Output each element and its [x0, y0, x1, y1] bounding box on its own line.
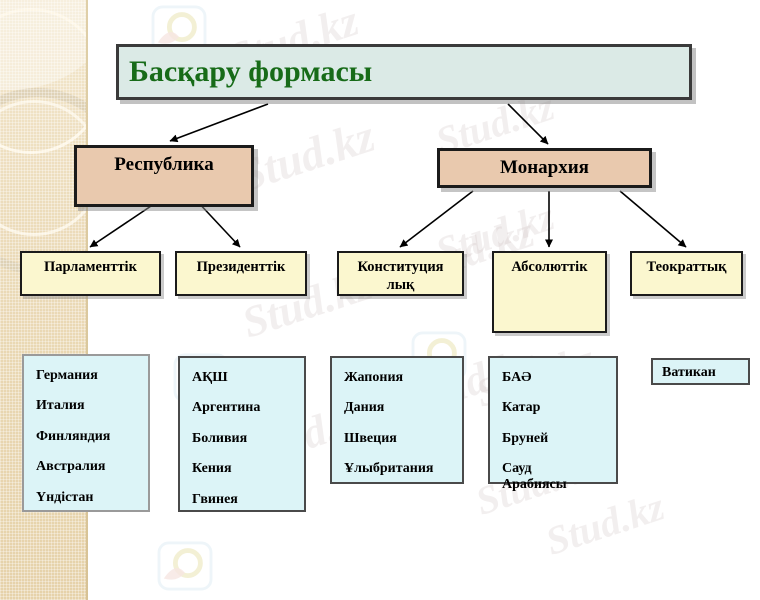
node-theocratic-label: Теократтық	[646, 259, 727, 275]
node-presidential-label: Президенттік	[196, 259, 286, 275]
list-item: Гвинея	[192, 491, 238, 507]
watermark-text: Stud.kz	[540, 483, 670, 564]
list-item: Аргентина	[192, 400, 261, 416]
node-monarchy[interactable]: Монархия	[437, 148, 652, 188]
list-item: АҚШ	[192, 370, 228, 385]
page-title: Басқару формасы	[129, 55, 373, 88]
diagram-title-box: Басқару формасы	[116, 44, 692, 100]
watermark-logo-icon	[157, 541, 213, 591]
country-list-presidential: АҚШ Аргентина Боливия Кения Гвинея	[178, 356, 306, 512]
node-absolute-label: Абсолюттік	[511, 259, 588, 275]
country-list-constitutional: Жапония Дания Швеция Ұлыбритания	[330, 356, 464, 484]
list-item: Сауд Арабиясы	[502, 461, 567, 492]
country-list-absolute: БАӘ Катар Бруней Сауд Арабиясы	[488, 356, 618, 492]
arrow-republic-to-presidential	[195, 199, 241, 248]
list-item: Жапония	[344, 370, 404, 385]
list-item: Швеция	[344, 430, 397, 446]
country-list-theocratic: Ватикан	[651, 358, 750, 385]
arrow-monarchy-to-constitutional	[399, 190, 474, 248]
node-republic-label: Республика	[114, 154, 214, 175]
node-monarchy-label: Монархия	[500, 157, 589, 178]
list-item: Катар	[502, 400, 541, 416]
arrow-monarchy-to-theocratic	[619, 190, 687, 248]
list-item: БАӘ	[502, 370, 532, 385]
node-presidential[interactable]: Президенттік	[175, 251, 307, 296]
list-item: Германия	[36, 368, 98, 383]
list-item: Италия	[36, 398, 85, 414]
node-theocratic[interactable]: Теократтық	[630, 251, 743, 296]
arrow-title-to-monarchy	[507, 103, 549, 145]
list-item: Үндістан	[36, 489, 94, 505]
node-parliamentary[interactable]: Парламенттік	[20, 251, 161, 296]
country-list-parliamentary: Германия Италия Финляндия Австралия Үнді…	[22, 354, 150, 512]
list-item: Ұлыбритания	[344, 461, 434, 477]
arrow-republic-to-parliamentary	[89, 199, 161, 248]
list-item: Финляндия	[36, 428, 111, 444]
node-constitutional-label: Конституция лық	[357, 259, 444, 294]
list-item: Австралия	[36, 459, 106, 475]
watermark-text: Stud.kz	[232, 109, 381, 202]
list-item: Дания	[344, 400, 385, 416]
node-parliamentary-label: Парламенттік	[44, 259, 137, 275]
node-constitutional[interactable]: Конституция лық	[337, 251, 464, 296]
sidebar-edge	[86, 0, 88, 600]
list-item: Боливия	[192, 430, 248, 446]
node-republic[interactable]: Республика	[74, 145, 254, 207]
arrow-title-to-republic	[169, 103, 269, 143]
list-item: Ватикан	[662, 365, 716, 381]
list-item: Бруней	[502, 430, 549, 446]
decorative-arc-icon	[0, 100, 88, 236]
node-absolute[interactable]: Абсолюттік	[492, 251, 607, 333]
list-item: Кения	[192, 461, 232, 477]
